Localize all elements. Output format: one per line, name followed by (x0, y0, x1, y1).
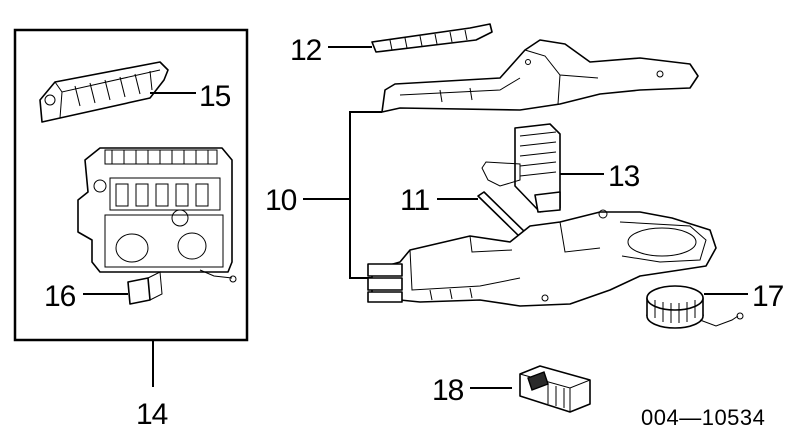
part-15-duct (39, 61, 169, 123)
callout-14: 14 (136, 398, 168, 431)
callout-16: 16 (44, 280, 76, 313)
part-12-strip (371, 23, 493, 53)
part-housing-assembly (77, 147, 237, 283)
callout-11: 11 (400, 184, 429, 217)
part-10-lower-duct (367, 209, 717, 307)
callout-10: 10 (265, 184, 297, 217)
callout-18: 18 (432, 374, 464, 407)
figure-code: 004—10534 (641, 405, 765, 430)
callout-17: 17 (752, 280, 784, 313)
callout-13: 13 (608, 160, 640, 193)
part-17-blower-motor (646, 285, 744, 329)
part-18-connector (519, 365, 591, 413)
leader-10-bracket (349, 111, 382, 279)
part-10-upper-duct (381, 39, 699, 113)
callout-15: 15 (199, 80, 231, 113)
part-16-block (127, 271, 163, 305)
callout-12: 12 (290, 34, 322, 67)
assembly-14-frame (13, 28, 249, 342)
part-13-module (481, 123, 561, 213)
